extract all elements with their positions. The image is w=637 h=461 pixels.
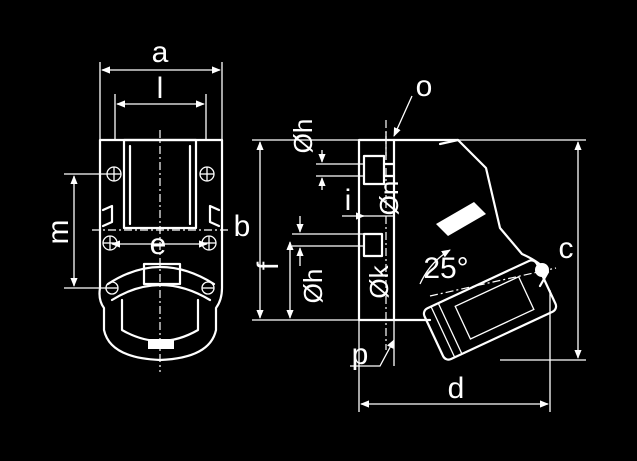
dim-o-leader — [393, 95, 413, 137]
label-i: i — [345, 184, 352, 217]
right-slot — [208, 204, 221, 228]
label-d: d — [448, 372, 465, 405]
front-view: a l m e — [42, 36, 230, 372]
screw-icon-top-right — [199, 166, 215, 182]
dim-p-leader — [350, 339, 395, 367]
label-e: e — [150, 228, 167, 261]
label-a: a — [152, 36, 169, 69]
screw-icon-top-left — [106, 166, 122, 182]
side-top-chamfer — [438, 138, 460, 146]
lid-latch — [148, 339, 174, 349]
label-m: m — [42, 220, 75, 245]
side-slot-wedge — [436, 202, 486, 236]
label-c: c — [559, 232, 574, 265]
angle-arc — [419, 249, 451, 285]
left-slot — [101, 204, 114, 228]
wall-plate — [357, 138, 396, 322]
label-p: p — [352, 338, 369, 371]
label-oh-top: Øh — [288, 119, 318, 154]
label-angle: 25° — [423, 252, 468, 285]
label-f: f — [252, 261, 285, 270]
socket-axis-line — [429, 267, 557, 297]
label-on: Øn — [374, 181, 404, 216]
screw-icon-mid-right — [201, 235, 217, 251]
lower-bolt-head — [362, 232, 384, 258]
label-ok: Øk — [364, 264, 394, 298]
lid-top-edge — [106, 266, 216, 286]
upper-bolt-head — [362, 154, 386, 186]
tilted-socket — [422, 259, 558, 361]
side-view: b Øh o i Øn f Øh Øk 25° c p d — [234, 70, 586, 412]
pivot-knob-icon — [535, 263, 549, 277]
label-o: o — [416, 70, 433, 103]
screw-icon-bottom-right — [201, 281, 215, 295]
label-b: b — [234, 210, 251, 243]
label-l: l — [157, 72, 164, 105]
label-oh-bottom: Øh — [298, 269, 328, 304]
screw-icon-mid-left — [102, 235, 118, 251]
lid-inner-edge — [110, 284, 212, 302]
